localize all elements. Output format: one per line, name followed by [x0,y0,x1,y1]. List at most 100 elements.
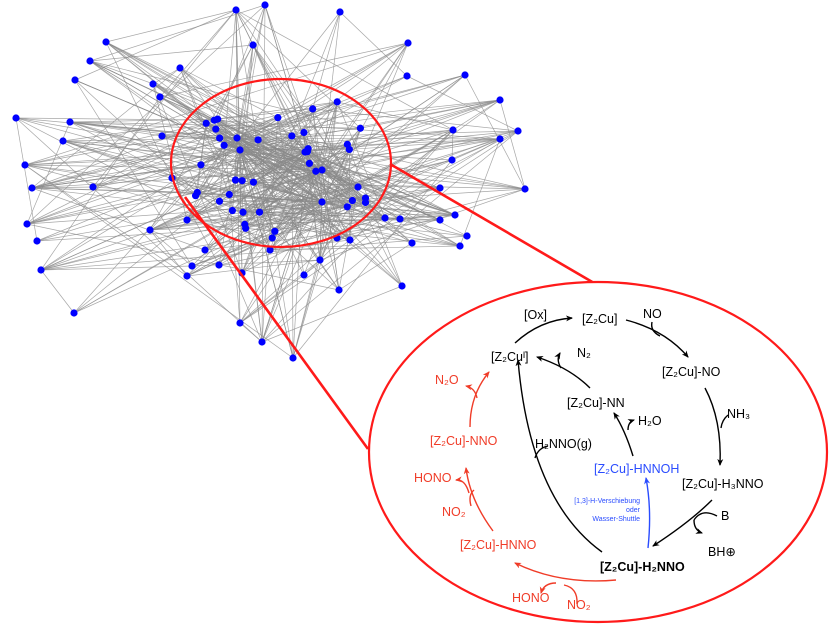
network-node [254,136,262,144]
nh3-branch [720,414,729,429]
network-node [21,161,29,169]
arrow-nno-to-cui [469,371,490,428]
network-node [343,203,351,211]
network-node [318,198,326,206]
label-h2o: H₂O [638,414,662,428]
network-node [361,198,370,207]
network-node [336,8,344,16]
network-node [300,128,308,137]
network-node [86,57,94,65]
network-node [236,146,244,154]
label-z2cu-h2nno: [Z₂Cu]-H₂NNO [600,560,685,574]
network-node [239,208,247,216]
hono-branch-mid [455,476,470,494]
arrow-ox [514,315,573,344]
no2-branch-mid [469,489,475,507]
network-node [225,190,233,199]
label-b: B [721,509,729,523]
arrow-b [652,499,713,547]
network-node [66,118,74,126]
network-node [215,197,224,205]
network-node [232,6,240,14]
arrow-h2nno-to-cui [515,359,603,553]
network-node [304,145,312,153]
network-node [37,266,45,274]
network-node [261,1,269,9]
arrow-hnnoh-to-nn [613,412,634,457]
network-node [312,167,320,175]
network-node [309,105,317,113]
alt-path-arrows [644,477,651,549]
network-node [156,93,164,101]
network-node [33,237,41,245]
network-node [238,177,246,185]
network-node [356,124,364,132]
bh-branch-out [693,519,703,534]
network-node [318,166,326,174]
network-node [149,80,157,88]
label-n2o: N₂O [435,373,459,387]
network-node [228,206,237,215]
label-z2cu-nno: [Z₂Cu]-NNO [430,434,498,448]
network-node [461,71,469,79]
core-highlight-ellipse [169,77,393,249]
network-node [521,185,529,193]
label-no2-mid: NO₂ [442,505,466,519]
label-z2cu-hnnoh: [Z₂Cu]-HNNOH [594,462,679,476]
network-node [266,246,274,254]
network-node [404,39,412,47]
network-node [23,220,31,228]
label-shift-3: Wasser-Shuttle [592,516,640,523]
zoom-highlight [169,77,829,624]
network-node [212,125,220,133]
arrow-h2nno-to-hnnoh [644,477,651,549]
label-hono-bottom: HONO [512,591,550,605]
network-node [463,232,471,240]
network-node [496,135,504,143]
network-node [146,226,154,234]
network-node [249,41,257,49]
network-node [496,96,504,104]
network-node [102,38,110,46]
network-node [448,156,456,164]
network-node [335,286,343,294]
network-node [398,282,406,290]
network-node [70,309,78,317]
zoom-connector-bottom [183,196,370,450]
network-node [288,132,296,140]
network-node [354,183,362,191]
alt-path-labels: [Z₂Cu]-HNNOH [1,3]-H-Verschiebung oder W… [574,462,679,523]
network-node [396,215,404,223]
label-no: NO [643,307,662,321]
network-node [216,134,224,142]
b-branch-in [693,512,718,521]
network-node [316,256,324,264]
label-z2cu-h3nno: [Z₂Cu]-H₃NNO [682,477,764,491]
label-shift-1: [1,3]-H-Verschiebung [574,498,640,505]
h2nno-branch [534,445,549,459]
arrow-h2nno-to-hnno [514,562,617,582]
network-node [514,127,522,135]
h2o-branch [627,419,635,431]
network-node [345,145,353,154]
main-cycle-arrows [514,315,729,553]
hono-branch-bottom [539,582,557,594]
network-node [456,242,464,250]
network-node [403,72,411,80]
network-node [346,236,354,244]
no-branch [650,321,661,337]
network-node [183,272,191,280]
network-node [89,183,97,191]
network-node [215,261,223,269]
network-node [193,188,201,197]
zoom-connector-top [389,162,595,285]
network-node [451,211,459,219]
label-hono-mid: HONO [414,471,452,485]
label-bh: BH⊕ [708,545,736,559]
label-h2nno-g: H₂NNO(g) [535,437,592,451]
network-node [305,159,314,168]
side-cycle-arrows [455,371,617,605]
network-node [268,234,276,242]
network-node [333,98,341,106]
